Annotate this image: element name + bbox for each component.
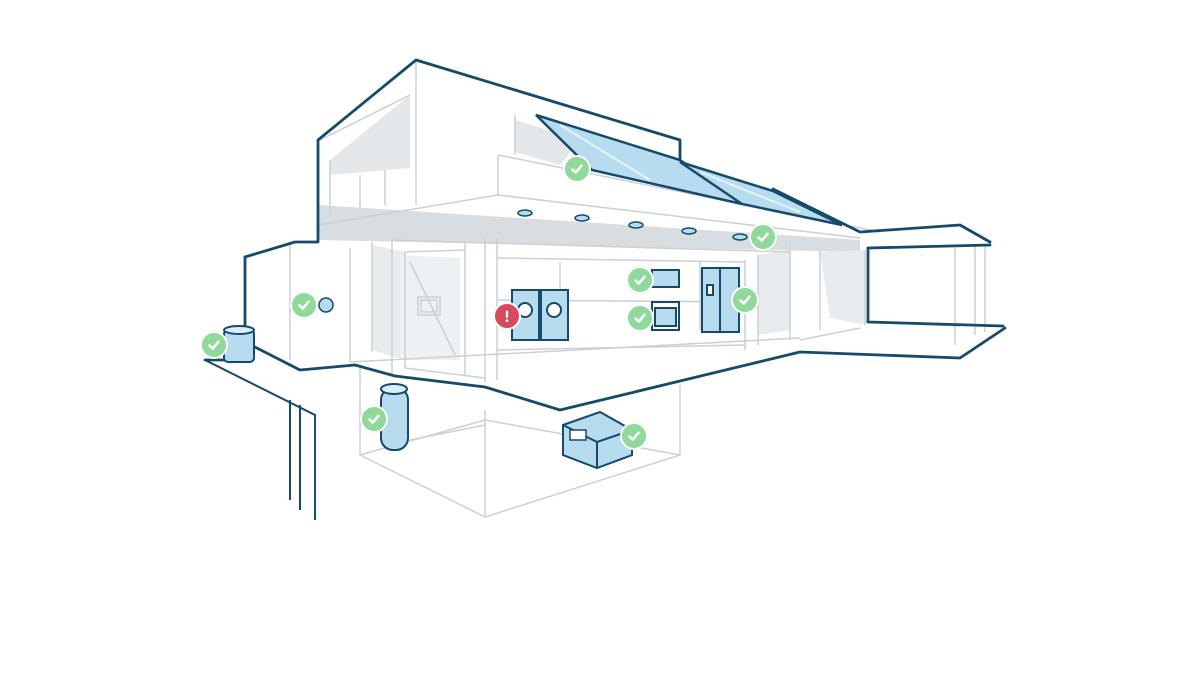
check-icon (208, 340, 220, 350)
water-heater-status-icon[interactable] (360, 405, 388, 433)
wall-shading (318, 95, 865, 360)
hvac-unit-illustration (562, 410, 633, 470)
check-icon (628, 431, 640, 441)
roof-light-status-icon[interactable] (749, 223, 777, 251)
check-icon (368, 414, 380, 424)
check-icon (298, 300, 310, 310)
house-outline (203, 58, 1007, 412)
oven-status-icon[interactable] (626, 304, 654, 332)
check-icon (571, 164, 583, 174)
foundation-pipes (204, 359, 316, 520)
thermostat-status-icon[interactable] (290, 291, 318, 319)
washer-dryer-illustration (511, 289, 569, 341)
check-icon (739, 295, 751, 305)
ceiling-lights (517, 209, 748, 241)
check-icon (757, 232, 769, 242)
solar-panel-status-icon[interactable] (563, 155, 591, 183)
water-softener-status-icon[interactable] (200, 331, 228, 359)
check-icon (634, 313, 646, 323)
refrigerator-status-icon[interactable] (731, 286, 759, 314)
microwave-illustration (651, 269, 680, 288)
water-softener-illustration (223, 325, 255, 363)
solar-panel-glints (559, 124, 801, 213)
microwave-status-icon[interactable] (626, 266, 654, 294)
exclamation-icon (505, 310, 509, 322)
oven-illustration (651, 301, 680, 331)
solar-panels (535, 113, 843, 227)
washer-dryer-alert-icon[interactable] (493, 302, 521, 330)
hvac-unit-status-icon[interactable] (620, 422, 648, 450)
thermostat-illustration (318, 297, 334, 313)
check-icon (634, 275, 646, 285)
